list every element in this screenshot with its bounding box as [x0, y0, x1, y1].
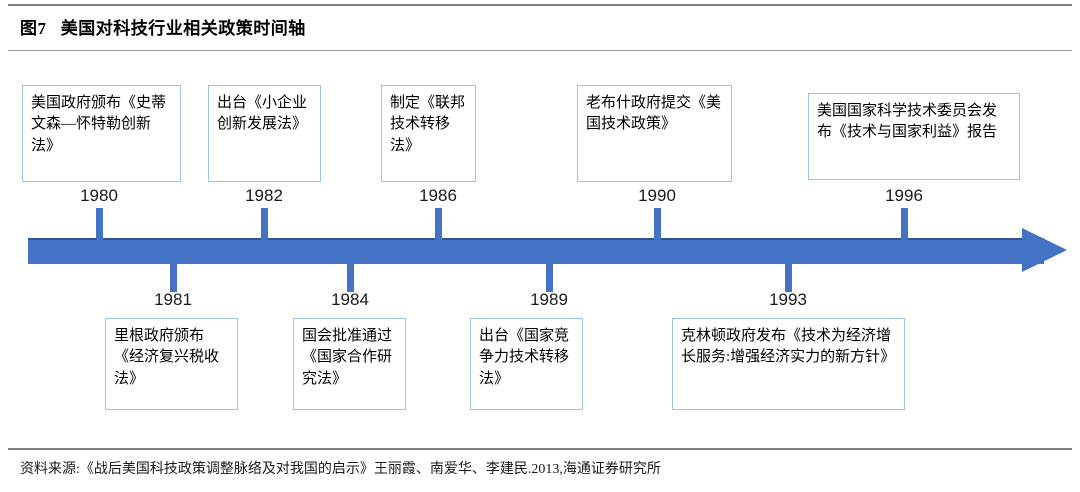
- year-label-1980: 1980: [80, 186, 118, 205]
- footer-rule: [8, 448, 1072, 450]
- header-rule-bottom: [8, 50, 1072, 51]
- timeline-tick-1989: [546, 260, 553, 292]
- year-label-1982: 1982: [245, 186, 283, 205]
- year-label-1981: 1981: [154, 290, 192, 309]
- event-box-1989: 出台《国家竞争力技术转移法》: [470, 318, 583, 410]
- timeline-tick-1984: [347, 260, 354, 292]
- year-label-1984: 1984: [331, 290, 369, 309]
- source-note: 资料来源:《战后美国科技政策调整脉络及对我国的启示》王丽霞、南爱华、李建民.20…: [20, 462, 661, 477]
- timeline-tick-1996: [901, 208, 908, 240]
- event-box-1993: 克林顿政府发布《技术为经济增长服务:增强经济实力的新方针》: [672, 318, 905, 410]
- event-box-1984: 国会批准通过《国家合作研究法》: [293, 318, 406, 410]
- event-box-1986: 制定《联邦技术转移法》: [381, 85, 476, 182]
- event-box-1982: 出台《小企业创新发展法》: [208, 85, 321, 182]
- timeline-tick-1986: [435, 208, 442, 240]
- timeline-tick-1980: [96, 208, 103, 240]
- timeline-tick-1993: [785, 260, 792, 292]
- timeline-tick-1990: [654, 208, 661, 240]
- page-title: 图7 美国对科技行业相关政策时间轴: [20, 19, 306, 38]
- timeline-tick-1982: [261, 208, 268, 240]
- header-rule-top: [8, 4, 1072, 6]
- year-label-1990: 1990: [638, 186, 676, 205]
- timeline-axis-bar: [28, 238, 1044, 264]
- event-box-1996: 美国国家科学技术委员会发布《技术与国家利益》报告: [808, 93, 1020, 180]
- year-label-1986: 1986: [419, 186, 457, 205]
- event-box-1981: 里根政府颁布《经济复兴税收法》: [105, 318, 238, 410]
- timeline-arrow-icon: [1022, 228, 1067, 272]
- year-label-1996: 1996: [885, 186, 923, 205]
- timeline-tick-1981: [170, 260, 177, 292]
- event-box-1980: 美国政府颁布《史蒂文森—怀特勒创新法》: [22, 85, 181, 182]
- year-label-1993: 1993: [769, 290, 807, 309]
- event-box-1990: 老布什政府提交《美国技术政策》: [577, 85, 732, 182]
- year-label-1989: 1989: [530, 290, 568, 309]
